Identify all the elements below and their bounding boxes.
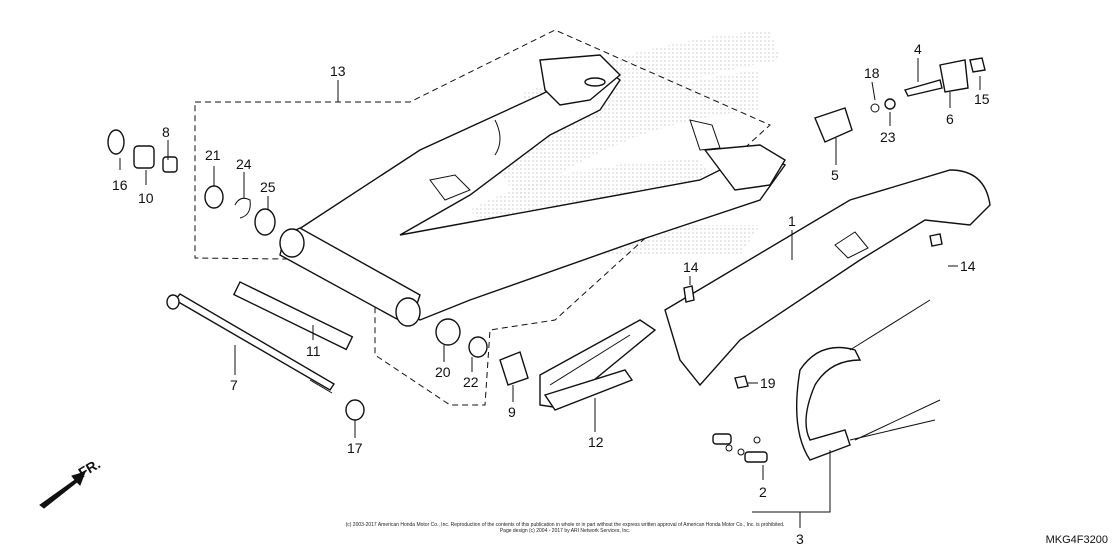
drive-chain	[796, 299, 941, 461]
callout-24: 24	[236, 156, 252, 172]
callout-7: 7	[230, 377, 238, 393]
callout-1: 1	[788, 213, 796, 229]
callout-19: 19	[760, 375, 776, 391]
callout-14-right: 14	[960, 258, 976, 274]
pivot-collar	[232, 281, 354, 351]
callout-15: 15	[974, 91, 990, 107]
callout-2: 2	[759, 484, 767, 500]
callout-17: 17	[347, 440, 363, 456]
small-parts	[107, 57, 986, 463]
callout-25: 25	[260, 179, 276, 195]
callout-11: 11	[306, 343, 321, 359]
swingarm	[279, 54, 787, 327]
copyright-line-2: Page design (c) 2004 - 2017 by ARI Netwo…	[499, 528, 631, 534]
callout-12: 12	[588, 434, 604, 450]
front-direction-arrow: FR.	[39, 455, 103, 509]
callout-numbers: 13 8 16 10 21 24 25 11 7 17 20 22 9 12 1…	[112, 41, 990, 547]
callout-4: 4	[914, 41, 922, 57]
copyright-notice: (c) 2003-2017 American Honda Motor Co., …	[310, 522, 820, 534]
leader-lines	[119, 58, 981, 528]
callout-13: 13	[330, 63, 346, 79]
chain-cover	[664, 169, 991, 387]
callout-5: 5	[831, 167, 839, 183]
callout-16: 16	[112, 177, 128, 193]
callout-3: 3	[796, 531, 804, 547]
callout-14-left: 14	[683, 259, 699, 275]
chain-slider	[539, 319, 657, 411]
callout-20: 20	[435, 364, 451, 380]
callout-22: 22	[463, 374, 479, 390]
diagram-code: MKG4F3200	[1045, 534, 1108, 546]
callout-10: 10	[138, 190, 154, 206]
callout-9: 9	[508, 404, 516, 420]
copyright-line-1: (c) 2003-2017 American Honda Motor Co., …	[345, 522, 785, 528]
callout-8: 8	[162, 124, 170, 140]
pivot-bolt	[166, 293, 335, 394]
callout-6: 6	[946, 111, 954, 127]
callout-21: 21	[205, 147, 221, 163]
callout-23: 23	[880, 129, 896, 145]
callout-18: 18	[864, 65, 880, 81]
